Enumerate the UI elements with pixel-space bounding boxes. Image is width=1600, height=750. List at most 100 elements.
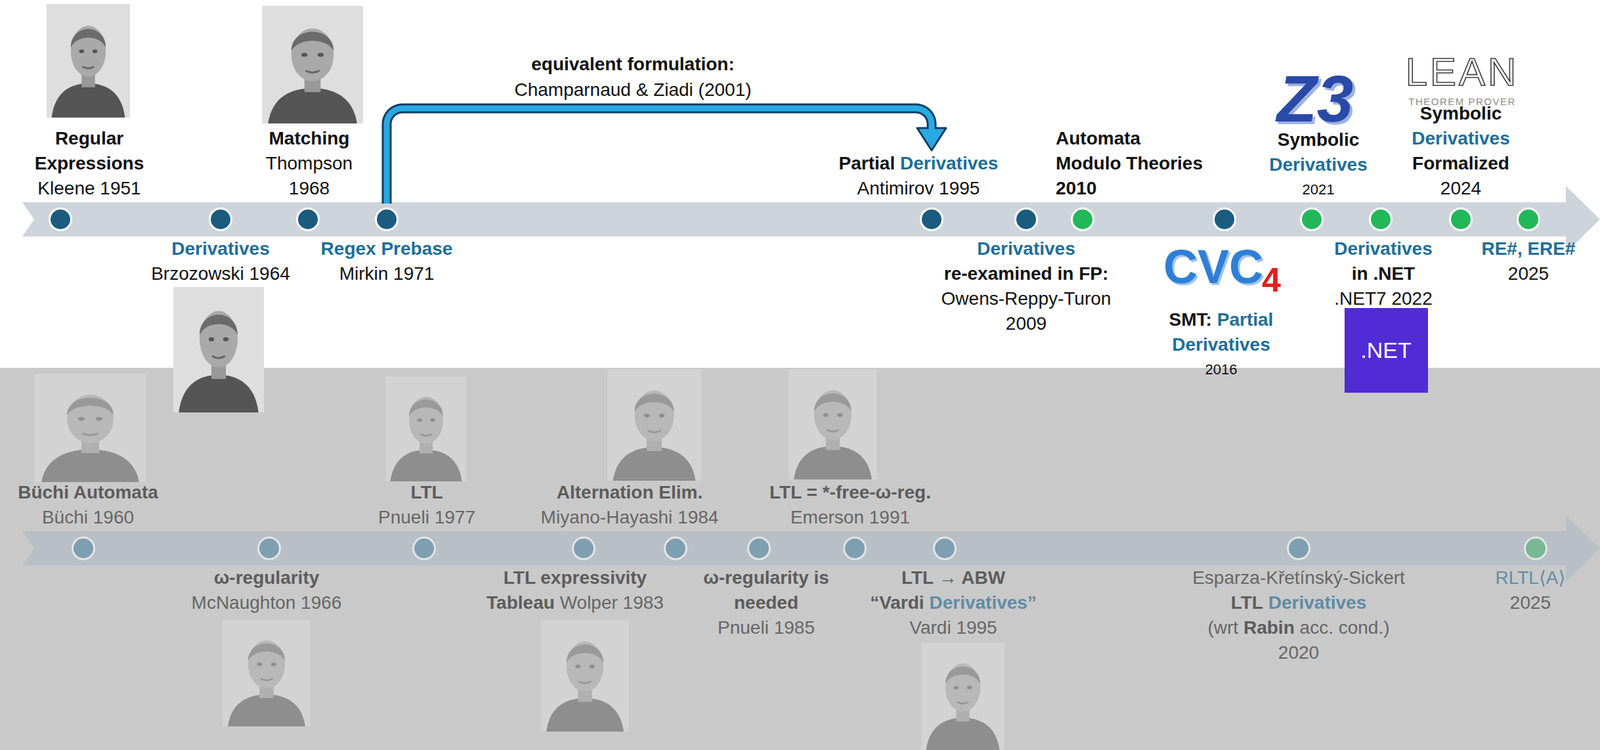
text-line: Thompson 1968 — [259, 152, 359, 203]
portrait-photo — [34, 373, 146, 482]
timeline-dot — [1448, 207, 1473, 232]
text-line: Büchi 1960 — [17, 506, 159, 532]
event-text: 2025 — [1508, 263, 1549, 284]
event-text: Derivatives — [1268, 592, 1367, 613]
lean-logo-text: LEAN — [1396, 52, 1528, 92]
event-text: Büchi Automata — [17, 481, 159, 503]
text-line: Derivatives — [1334, 237, 1432, 263]
event-text: Kleene 1951 — [37, 177, 141, 199]
portrait-photo — [385, 376, 467, 482]
text-line: PartialDerivatives — [839, 152, 999, 178]
timeline-dot — [1299, 207, 1324, 232]
text-line: Pnueli 1977 — [378, 506, 476, 532]
portrait-photo — [222, 619, 311, 727]
text-line: 2025 — [1481, 262, 1576, 288]
text-line: Derivatives — [151, 237, 291, 263]
text-line: Emerson 1991 — [769, 506, 931, 532]
event-text: Owens-Reppy-Turon 2009 — [941, 288, 1112, 334]
event-text: RE#, ERE# — [1481, 238, 1576, 259]
timeline-dot — [1070, 207, 1095, 232]
portrait-photo — [788, 368, 878, 480]
timeline-dot — [571, 536, 596, 561]
timeline-event: Esparza-Křetínský-SickertLTLDerivatives(… — [1192, 536, 1406, 667]
timeline-dot — [1368, 207, 1393, 232]
event-text: (wrt — [1207, 617, 1239, 638]
event-text: Antimirov 1995 — [857, 177, 981, 199]
timeline-dot — [919, 207, 944, 232]
text-line: re-examined in FP: — [930, 262, 1122, 288]
event-text: Derivatives — [1411, 128, 1510, 149]
event-text: 2021 — [1302, 181, 1335, 198]
event-text: Formalized — [1412, 152, 1510, 174]
text-line: RLTL⟨A⟩ — [1495, 566, 1566, 592]
text-line: Büchi Automata — [17, 481, 159, 507]
text-line: Matching — [259, 127, 359, 153]
text-line: Miyano-Hayashi 1984 — [540, 506, 719, 532]
event-text: Derivatives — [171, 238, 270, 259]
event-text: Regular Expressions — [34, 128, 145, 174]
event-text: Pnueli 1977 — [378, 506, 476, 528]
event-text: in .NET — [1351, 263, 1415, 284]
timeline-dot — [663, 536, 688, 561]
event-text: Rabin — [1243, 617, 1295, 638]
timeline-dot — [1523, 536, 1548, 561]
event-text: Derivatives” — [929, 592, 1037, 613]
text-line: (wrtRabinacc. cond.) — [1192, 616, 1406, 642]
portrait-photo — [607, 368, 702, 481]
z3-logo-text: Z3 — [1249, 65, 1381, 132]
timeline-event: Regular ExpressionsKleene 1951 — [26, 127, 152, 232]
text-line: Symbolic — [1269, 128, 1367, 154]
portrait-photo — [261, 5, 364, 124]
portrait-photo — [540, 619, 629, 732]
event-text: Tableau — [486, 592, 555, 613]
event-text: .NET7 2022 — [1334, 288, 1432, 309]
timeline-event: SymbolicDerivativesFormalized2024 — [1411, 102, 1510, 232]
timeline-event: Alternation Elim.Miyano-Hayashi 1984 — [540, 481, 719, 561]
event-text: Derivatives — [976, 238, 1075, 259]
text-line: Formalized — [1411, 152, 1510, 178]
portrait-photo — [46, 3, 130, 118]
connector-fill — [386, 108, 932, 204]
event-text: 2020 — [1278, 642, 1319, 663]
event-text: LTL → ABW — [901, 567, 1006, 588]
event-text: re-examined in FP: — [944, 263, 1109, 284]
text-line: Automata Modulo Theories 2010 — [1055, 127, 1207, 203]
portrait-drawing — [921, 642, 1005, 750]
timeline-event: LTL = *-free-ω-reg.Emerson 1991 — [769, 481, 931, 561]
event-text: Vardi 1995 — [909, 617, 997, 638]
event-text: Wolper 1983 — [560, 592, 664, 613]
text-line: Pnueli 1985 — [700, 616, 832, 642]
event-text: “Vardi — [869, 592, 924, 613]
text-line: Regular Expressions — [26, 127, 152, 178]
text-line: Derivatives — [1411, 127, 1510, 153]
event-text: SMT: — [1169, 309, 1212, 330]
timeline-event: LTL → ABW “VardiDerivatives” Vardi 1995 — [869, 536, 1037, 642]
event-text: 2025 — [1510, 592, 1551, 613]
arrow-head — [917, 128, 947, 151]
text-line: ω-regularity — [191, 566, 343, 592]
event-text: acc. cond.) — [1299, 617, 1390, 638]
text-line: 2021 — [1269, 178, 1367, 203]
event-text: Esparza-Křetínský-Sickert — [1192, 567, 1406, 588]
text-line: 2024 — [1411, 177, 1510, 203]
timeline-dot — [1212, 207, 1237, 232]
event-text: Emerson 1991 — [790, 506, 910, 528]
event-text: RLTL⟨A⟩ — [1495, 567, 1566, 588]
text-line: Owens-Reppy-Turon 2009 — [930, 287, 1122, 338]
dotnet-logo — [1344, 307, 1428, 393]
text-line: Vardi 1995 — [869, 616, 1037, 642]
event-text: Regex Prebase — [321, 238, 454, 259]
timeline-dot — [208, 207, 233, 232]
text-line: LTL expressivity — [486, 566, 664, 592]
timeline-event: Regex PrebaseMirkin 1971 — [321, 207, 454, 288]
text-line: Alternation Elim. — [540, 481, 719, 507]
event-text: McNaughton 1966 — [191, 592, 343, 613]
timeline-event: Automata Modulo Theories 2010 — [1055, 127, 1207, 232]
text-line: Esparza-Křetínský-Sickert — [1192, 566, 1406, 592]
event-text: LTL expressivity — [503, 567, 647, 588]
dotnet-logo-text: .NET — [1344, 336, 1428, 364]
timeline-event: RLTL⟨A⟩ 2025 — [1495, 536, 1566, 617]
text-line: Brzozowski 1964 — [151, 262, 291, 288]
event-text: 2016 — [1205, 361, 1238, 378]
event-text: Derivatives — [1334, 238, 1432, 259]
